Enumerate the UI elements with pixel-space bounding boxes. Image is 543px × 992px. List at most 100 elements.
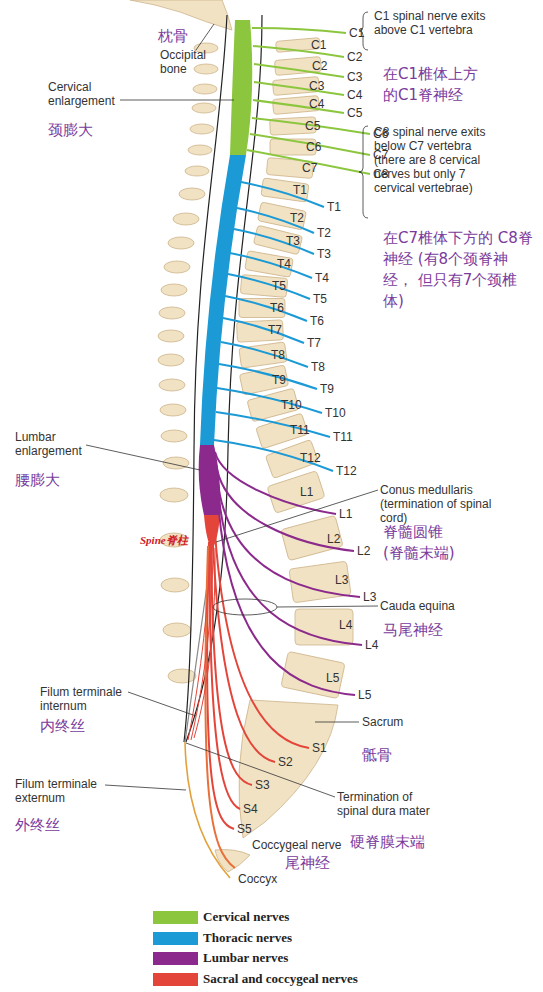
- leader-line: [196, 24, 214, 50]
- spinous-process: [160, 404, 186, 416]
- level-label: T12: [300, 451, 321, 465]
- nerve-line: [253, 46, 344, 57]
- level-label: L1: [300, 485, 313, 499]
- level-label: L2: [327, 532, 340, 546]
- coccyx-bone: [215, 850, 250, 872]
- level-label: C1: [311, 38, 326, 52]
- annotation-label: Coccygeal nerve: [252, 838, 341, 852]
- nerve-line: [218, 488, 362, 645]
- spinous-process: [161, 430, 187, 442]
- level-label: L4: [365, 638, 378, 652]
- level-label: S5: [237, 822, 252, 836]
- spinous-process: [168, 669, 196, 683]
- lumbar-nerves: [215, 452, 362, 695]
- annotation-label: Lumbar enlargement: [15, 430, 95, 458]
- level-label: L1: [339, 507, 352, 521]
- nerve-line: [216, 412, 330, 437]
- level-label: L4: [339, 618, 352, 632]
- leader-line: [128, 692, 196, 716]
- annotation-label: Conus medullaris (termination of spinal …: [380, 483, 492, 525]
- spinous-process: [193, 84, 217, 94]
- level-label: T5: [313, 292, 327, 306]
- spinous-process: [194, 64, 218, 74]
- vertebral-body: [245, 251, 294, 278]
- spinous-process: [190, 124, 214, 134]
- vertebral-body: [289, 561, 351, 603]
- spinous-process: [161, 578, 189, 592]
- vertebral-body: [267, 471, 325, 514]
- legend-text: Thoracic nerves: [203, 930, 292, 945]
- nerve-line: [221, 342, 308, 367]
- chinese-label: 外终丝: [15, 815, 60, 836]
- spinous-process: [161, 284, 187, 296]
- spinous-process: [163, 623, 191, 637]
- nerve-line: [207, 542, 234, 829]
- level-label: C6: [373, 127, 388, 141]
- legend-text: Cervical nerves: [203, 909, 289, 924]
- sacrum-bone: [239, 700, 338, 838]
- level-label: T4: [315, 271, 329, 285]
- vertebral-body: [239, 342, 287, 368]
- leader-lines: [86, 12, 378, 797]
- annotation-label: Cauda equina: [380, 599, 455, 613]
- level-label: C2: [347, 50, 362, 64]
- level-label: S2: [278, 755, 293, 769]
- chinese-label: 腰膨大: [15, 470, 60, 491]
- legend-text: Sacral and coccygeal nerves: [203, 971, 358, 986]
- dura-mater: [184, 15, 262, 742]
- leader-line: [86, 445, 200, 470]
- nerve-line: [252, 28, 346, 33]
- chinese-label: 脊髓圆锥 (脊髓末端): [383, 522, 463, 564]
- cord-cervical: [230, 20, 252, 155]
- spinous-process: [160, 488, 188, 502]
- level-label: C7: [302, 161, 317, 175]
- occipital-bone: [130, 0, 232, 30]
- level-label: C3: [347, 70, 362, 84]
- level-label: C4: [347, 88, 362, 102]
- chinese-label: 内终丝: [40, 716, 85, 737]
- nerve-line: [241, 182, 324, 207]
- chinese-label: 马尾神经: [383, 620, 443, 641]
- level-label: T9: [320, 382, 334, 396]
- level-label: S4: [243, 802, 258, 816]
- level-label: C8: [373, 167, 388, 181]
- nerve-line: [254, 64, 344, 77]
- level-label: L5: [358, 688, 371, 702]
- level-label: T11: [333, 430, 353, 444]
- legend-swatch: [153, 952, 198, 965]
- spinous-process: [164, 261, 190, 273]
- spinous-process: [185, 166, 209, 176]
- nerve-line: [210, 536, 240, 809]
- spinous-process: [159, 307, 185, 319]
- chinese-label: 骶骨: [362, 745, 392, 766]
- level-label: T3: [317, 247, 331, 261]
- chinese-label: 在C1椎体上方的C1脊神经: [383, 64, 483, 106]
- level-label: T12: [336, 464, 357, 478]
- nerve-line: [250, 134, 370, 155]
- level-label: C2: [312, 59, 327, 73]
- level-label: C7: [373, 148, 388, 162]
- level-label: L2: [357, 544, 370, 558]
- leader-line: [277, 606, 378, 607]
- level-label: T6: [310, 314, 324, 328]
- legend-text: Lumbar nerves: [203, 950, 288, 965]
- leader-line: [105, 785, 186, 790]
- leader-line: [216, 490, 378, 542]
- level-label: T11: [290, 423, 310, 437]
- level-label: T8: [271, 348, 285, 362]
- nerve-line: [215, 452, 336, 514]
- level-label: T3: [286, 234, 300, 248]
- chinese-label: 枕骨: [158, 26, 188, 47]
- nerve-line: [223, 318, 304, 343]
- spinous-process: [168, 237, 194, 249]
- annotation-label: Occipital bone: [160, 48, 218, 76]
- annotation-label: Termination of spinal dura mater: [337, 790, 445, 818]
- leader-line: [120, 100, 234, 101]
- level-label: L3: [335, 573, 348, 587]
- level-label: S1: [312, 741, 327, 755]
- thoracic-nerves: [214, 182, 333, 471]
- chinese-label: 硬脊膜末端: [350, 832, 425, 853]
- level-label: C6: [306, 140, 321, 154]
- cauda-strand: [188, 548, 211, 740]
- nerve-line: [234, 229, 314, 254]
